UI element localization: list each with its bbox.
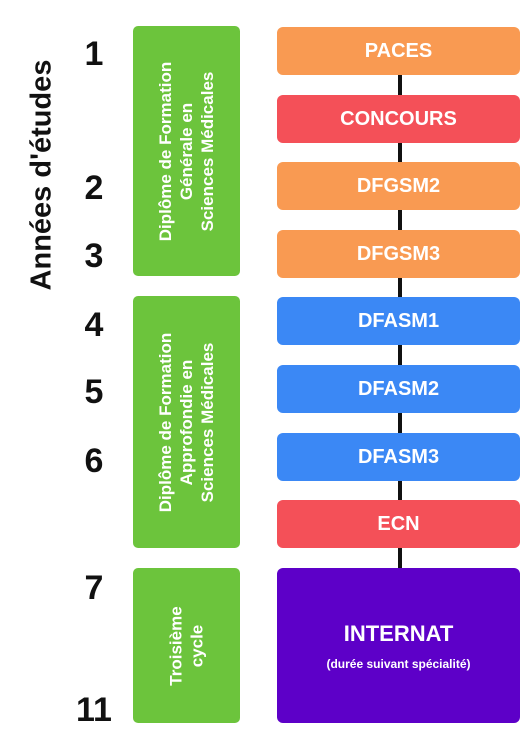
step-dfasm3: DFASM3 (277, 433, 520, 481)
year-label: 1 (84, 35, 104, 73)
year-label: 7 (84, 569, 104, 607)
cycle-third-label: Troisième cycle (166, 605, 207, 686)
step-dfasm1: DFASM1 (277, 297, 520, 345)
year-label: 4 (84, 306, 104, 344)
step-ecn: ECN (277, 500, 520, 548)
step-internat: INTERNAT (durée suivant spécialité) (277, 568, 520, 723)
cycle-third: Troisième cycle (133, 568, 240, 723)
year-label: 3 (84, 237, 104, 275)
step-paces: PACES (277, 27, 520, 75)
year-label: 6 (84, 442, 104, 480)
step-dfgsm3: DFGSM3 (277, 230, 520, 278)
internat-subtitle: (durée suivant spécialité) (326, 656, 471, 671)
cycle-first-label: Diplôme de Formation Générale en Science… (156, 61, 217, 241)
step-dfgsm2: DFGSM2 (277, 162, 520, 210)
cycle-second: Diplôme de Formation Approfondie en Scie… (133, 296, 240, 548)
cycle-first: Diplôme de Formation Générale en Science… (133, 26, 240, 276)
step-dfasm2: DFASM2 (277, 365, 520, 413)
year-label: 11 (76, 691, 112, 729)
internat-title: INTERNAT (343, 620, 454, 646)
year-label: 5 (84, 373, 104, 411)
axis-title: Années d'études (25, 59, 58, 291)
step-concours: CONCOURS (277, 95, 520, 143)
year-label: 2 (84, 169, 104, 207)
cycle-second-label: Diplôme de Formation Approfondie en Scie… (156, 332, 217, 512)
